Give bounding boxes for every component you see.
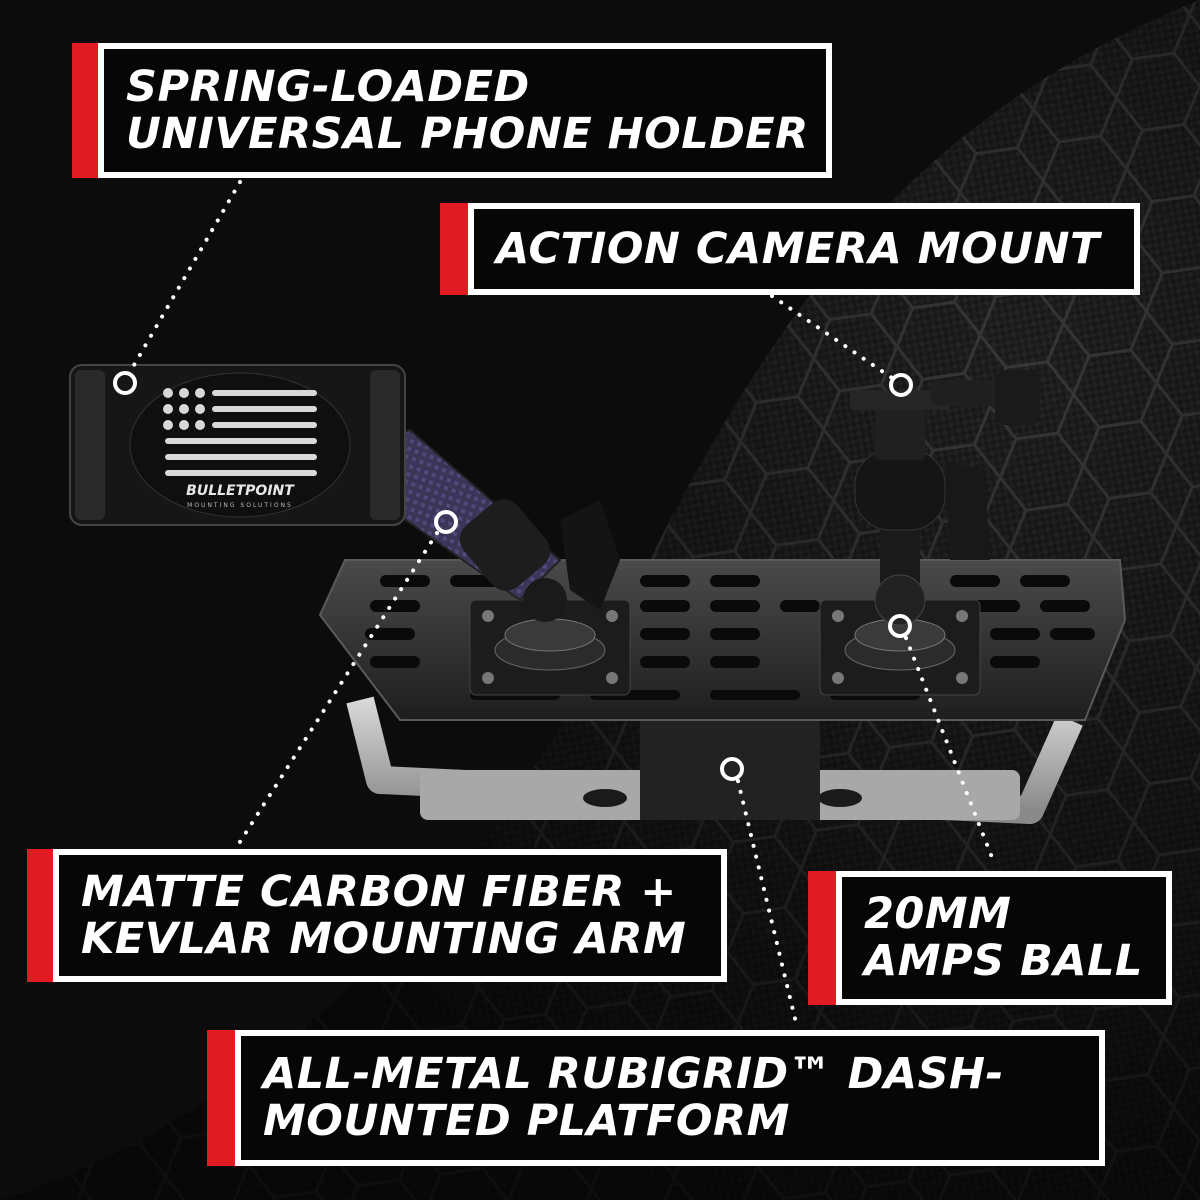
callout-platform-line2: MOUNTED PLATFORM <box>263 1096 790 1146</box>
callout-platform-line1: ALL-METAL RUBIGRID™ DASH- <box>263 1049 1004 1099</box>
callout-arm-line2: KEVLAR MOUNTING ARM <box>81 913 687 964</box>
marker-dot-icon <box>889 373 913 397</box>
marker-dot-icon <box>720 757 744 781</box>
callout-camera-mount: ACTION CAMERA MOUNT <box>440 203 1140 295</box>
brand-logo: BULLETPOINT <box>186 483 295 499</box>
marker-dot-icon <box>434 510 458 534</box>
callout-amps-ball-line2: AMPS BALL <box>864 936 1143 986</box>
callout-phone-holder-line2: UNIVERSAL PHONE HOLDER <box>126 108 809 159</box>
marker-dot-icon <box>888 614 912 638</box>
rubigrid-platform <box>318 559 1127 721</box>
action-camera-mount <box>850 370 1040 626</box>
callout-phone-holder-line1: SPRING-LOADED <box>126 61 530 112</box>
callout-camera-mount-line1: ACTION CAMERA MOUNT <box>496 223 1100 274</box>
brand-logo-subtext: MOUNTING SOLUTIONS <box>187 502 293 509</box>
phone-holder: BULLETPOINT MOUNTING SOLUTIONS <box>69 364 406 526</box>
callout-amps-ball-line1: 20MM <box>864 889 1012 939</box>
callout-phone-holder: SPRING-LOADED UNIVERSAL PHONE HOLDER <box>72 43 832 178</box>
callout-platform: ALL-METAL RUBIGRID™ DASH- MOUNTED PLATFO… <box>207 1030 1105 1166</box>
callout-amps-ball: 20MM AMPS BALL <box>808 871 1172 1005</box>
marker-dot-icon <box>113 371 137 395</box>
callout-arm-line1: MATTE CARBON FIBER + <box>81 866 677 917</box>
marker-dots <box>113 371 913 781</box>
callout-arm: MATTE CARBON FIBER + KEVLAR MOUNTING ARM <box>27 849 727 982</box>
